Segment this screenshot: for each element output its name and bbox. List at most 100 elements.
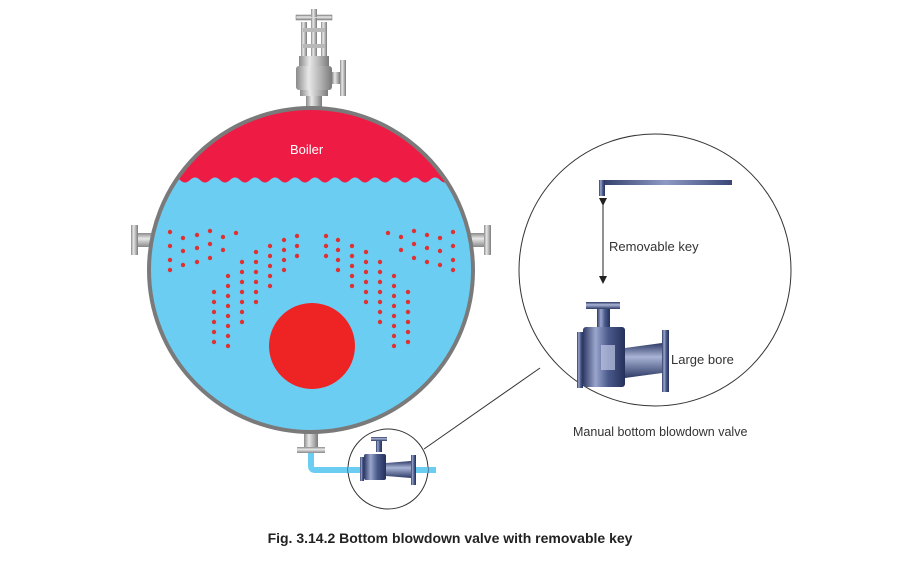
bubble xyxy=(267,263,273,269)
bubble xyxy=(180,235,186,241)
bubble xyxy=(167,243,173,249)
furnace-tube xyxy=(269,303,355,389)
bubble xyxy=(225,303,231,309)
bubble xyxy=(211,299,217,305)
blowdown-pipe xyxy=(308,453,436,473)
bubble xyxy=(450,243,456,249)
bubble xyxy=(450,267,456,273)
bubble xyxy=(424,245,430,251)
bubble xyxy=(211,309,217,315)
figure-caption: Fig. 3.14.2 Bottom blowdown valve with r… xyxy=(267,530,633,546)
bubble xyxy=(391,343,397,349)
bubble xyxy=(211,339,217,345)
bubble xyxy=(363,259,369,265)
bubble xyxy=(391,333,397,339)
bubble xyxy=(391,283,397,289)
bubble xyxy=(323,233,329,239)
bubble xyxy=(349,283,355,289)
bubble xyxy=(377,299,383,305)
bubble xyxy=(323,253,329,259)
bubble xyxy=(377,319,383,325)
bottom-nozzle-icon xyxy=(297,430,325,453)
bubble xyxy=(411,241,417,247)
blowdown-valve-icon xyxy=(360,437,416,485)
top-valve-icon xyxy=(295,9,346,109)
left-nozzle-icon xyxy=(131,225,151,255)
bubble xyxy=(437,235,443,241)
bubble xyxy=(233,230,239,236)
bubble xyxy=(239,289,245,295)
bubble xyxy=(167,257,173,263)
right-nozzle-icon xyxy=(471,225,491,255)
bubble xyxy=(180,248,186,254)
bubble xyxy=(281,267,287,273)
bubble xyxy=(239,319,245,325)
bubble xyxy=(377,269,383,275)
bubble xyxy=(424,232,430,238)
bubble xyxy=(335,257,341,263)
bubble xyxy=(267,253,273,259)
bubble xyxy=(411,255,417,261)
bubble xyxy=(363,289,369,295)
bubble xyxy=(211,319,217,325)
bubble xyxy=(398,234,404,240)
bubble xyxy=(411,228,417,234)
bubble xyxy=(239,269,245,275)
bubble xyxy=(391,273,397,279)
bubble xyxy=(405,309,411,315)
bubble xyxy=(363,269,369,275)
bubble xyxy=(450,229,456,235)
bubble xyxy=(225,273,231,279)
bubble xyxy=(225,283,231,289)
bubble xyxy=(239,309,245,315)
bubble xyxy=(437,248,443,254)
zoom-connector-line xyxy=(423,367,541,450)
bubble xyxy=(437,262,443,268)
bubble xyxy=(167,267,173,273)
removable-key-label: Removable key xyxy=(609,239,699,254)
bubble xyxy=(253,279,259,285)
bubble xyxy=(267,243,273,249)
bubble xyxy=(211,289,217,295)
bubble xyxy=(211,329,217,335)
bubble xyxy=(405,329,411,335)
bubble xyxy=(220,234,226,240)
bubble xyxy=(220,247,226,253)
bubble xyxy=(180,262,186,268)
bubble xyxy=(349,273,355,279)
bubble xyxy=(194,245,200,251)
bubble xyxy=(167,229,173,235)
bubble xyxy=(253,249,259,255)
bubble xyxy=(349,263,355,269)
removable-key-icon xyxy=(599,180,732,196)
bubble xyxy=(450,257,456,263)
bubble xyxy=(253,289,259,295)
bubble xyxy=(194,259,200,265)
bubble xyxy=(349,243,355,249)
bubble xyxy=(267,283,273,289)
bubble xyxy=(398,247,404,253)
blowdown-valve-zoom-source xyxy=(347,428,429,510)
bubble xyxy=(267,273,273,279)
bubble xyxy=(207,228,213,234)
valve-caption: Manual bottom blowdown valve xyxy=(573,425,748,439)
bubble xyxy=(363,279,369,285)
bubble xyxy=(281,237,287,243)
bubble xyxy=(363,249,369,255)
bubble xyxy=(207,241,213,247)
bubble xyxy=(349,253,355,259)
bubble xyxy=(363,299,369,305)
bubble xyxy=(385,230,391,236)
bubble xyxy=(207,255,213,261)
bubble xyxy=(391,303,397,309)
bubble xyxy=(294,243,300,249)
bubble xyxy=(253,299,259,305)
bubble xyxy=(239,259,245,265)
bubble xyxy=(391,313,397,319)
bubble xyxy=(405,319,411,325)
boiler-label: Boiler xyxy=(290,142,324,157)
bubble xyxy=(225,293,231,299)
large-bore-label: Large bore xyxy=(671,352,734,367)
bubble xyxy=(253,269,259,275)
